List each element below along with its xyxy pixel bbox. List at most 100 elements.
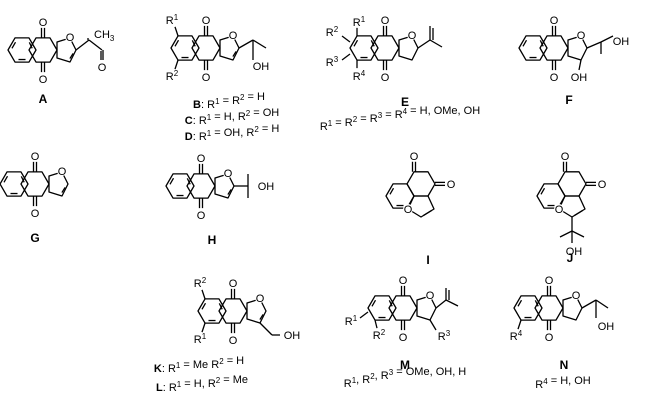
substituent-note-m: R1, R2, R3 = OMe, OH, H <box>344 366 467 390</box>
carbonyl-oxygen: O <box>39 17 48 29</box>
side-chain-bond <box>252 39 267 49</box>
hydroxyl: OH <box>613 36 630 48</box>
hydroxyl: OH <box>571 72 588 84</box>
quinone-ring <box>20 171 50 197</box>
carbonyl-oxygen: O <box>229 278 238 290</box>
label-e: E <box>401 95 409 109</box>
double-bond <box>371 299 377 307</box>
hydroxyl: OH <box>598 321 615 333</box>
carbonyl-oxygen: O <box>550 15 559 27</box>
ring-oxygen: O <box>66 32 75 44</box>
benzene-ring <box>518 35 548 61</box>
ring-oxygen: O <box>256 293 265 305</box>
quinone-ring <box>557 171 587 197</box>
double-bond <box>28 42 33 49</box>
carbonyl-oxygen: O <box>202 15 211 27</box>
carbonyl-oxygen: O <box>229 335 238 347</box>
double-bond <box>186 178 191 185</box>
quinone-ring <box>388 295 418 321</box>
double-bond <box>174 39 180 47</box>
hydroxyl: OH <box>566 246 583 258</box>
double-bond <box>3 175 9 183</box>
r1-label: R1 <box>353 15 366 29</box>
carbonyl-oxygen: O <box>202 72 211 84</box>
double-bond <box>201 302 207 310</box>
double-bond <box>69 53 74 59</box>
label-b: B: R1 = R2 = H <box>193 91 265 111</box>
quinone-ring <box>539 35 569 61</box>
double-bond <box>522 39 528 47</box>
side-chain-bond <box>571 230 585 238</box>
benzene-ring <box>0 171 29 197</box>
quinone-ring <box>191 35 221 61</box>
r2-label: R2 <box>194 276 207 290</box>
label-a: A <box>39 92 48 106</box>
carbonyl-oxygen: O <box>561 151 570 163</box>
double-bond <box>540 187 546 195</box>
methyl-group: CH3 <box>94 29 115 43</box>
acyl-bond <box>88 39 103 51</box>
double-bond <box>353 39 359 47</box>
benzene-ring <box>7 37 37 63</box>
ring-oxygen: O <box>58 166 67 178</box>
ring-oxygen-mask <box>554 204 564 214</box>
label-g: G <box>30 231 39 245</box>
substituent-bond <box>429 319 437 331</box>
ring-oxygen-mask <box>255 293 265 303</box>
double-bond <box>169 177 175 185</box>
ring-oxygen-mask <box>57 166 67 176</box>
ring-oxygen-mask <box>425 290 435 300</box>
label-l: L: R1 = H, R2 = Me <box>156 374 248 394</box>
double-bond <box>259 314 264 320</box>
side-chain-bond <box>238 39 254 49</box>
label-h: H <box>208 233 217 247</box>
carbonyl-oxygen: O <box>598 179 607 191</box>
double-bond <box>370 40 375 47</box>
carbonyl-oxygen: O <box>545 275 554 287</box>
side-chain-bond <box>586 41 602 49</box>
r3-label: R3 <box>438 329 451 343</box>
side-chain-bond <box>259 322 273 336</box>
acetyl-oxygen: O <box>98 62 107 74</box>
r2-label: R2 <box>166 69 179 83</box>
ring-oxygen-mask <box>407 30 417 40</box>
side-chain-bond <box>559 230 573 238</box>
carbonyl-oxygen: O <box>550 72 559 84</box>
benzene-ring <box>513 295 543 321</box>
benzene-ring <box>170 35 200 61</box>
carbonyl-oxygen: O <box>545 332 554 344</box>
carbonyl-oxygen: O <box>39 74 48 86</box>
side-chain-bond <box>595 299 609 309</box>
quinone-ring <box>534 295 564 321</box>
label-i: I <box>426 253 429 267</box>
substituent-bond <box>174 59 179 70</box>
hydroxyl: OH <box>284 330 301 342</box>
substituent-bond <box>201 289 206 300</box>
benzene-ring <box>349 35 379 61</box>
carbonyl-oxygen: O <box>31 208 40 220</box>
double-bond <box>11 41 17 49</box>
ring-oxygen-mask <box>403 204 413 214</box>
double-bond <box>218 303 223 310</box>
double-bond <box>422 209 433 217</box>
label-n: N <box>560 358 569 372</box>
isopropenyl-bond <box>417 39 431 49</box>
benzene-ring <box>197 298 227 324</box>
substituent-bond <box>359 311 369 319</box>
ring-oxygen: O <box>404 204 413 216</box>
carbonyl-oxygen: O <box>447 179 456 191</box>
ring-oxygen: O <box>572 290 581 302</box>
hydroxyl: OH <box>253 61 270 73</box>
quinone-ring <box>370 35 400 61</box>
substituent-bond <box>341 35 351 43</box>
substituent-bond <box>201 322 206 333</box>
label-k: K: R1 = Me R2 = H <box>154 355 244 375</box>
double-bond <box>389 187 395 195</box>
